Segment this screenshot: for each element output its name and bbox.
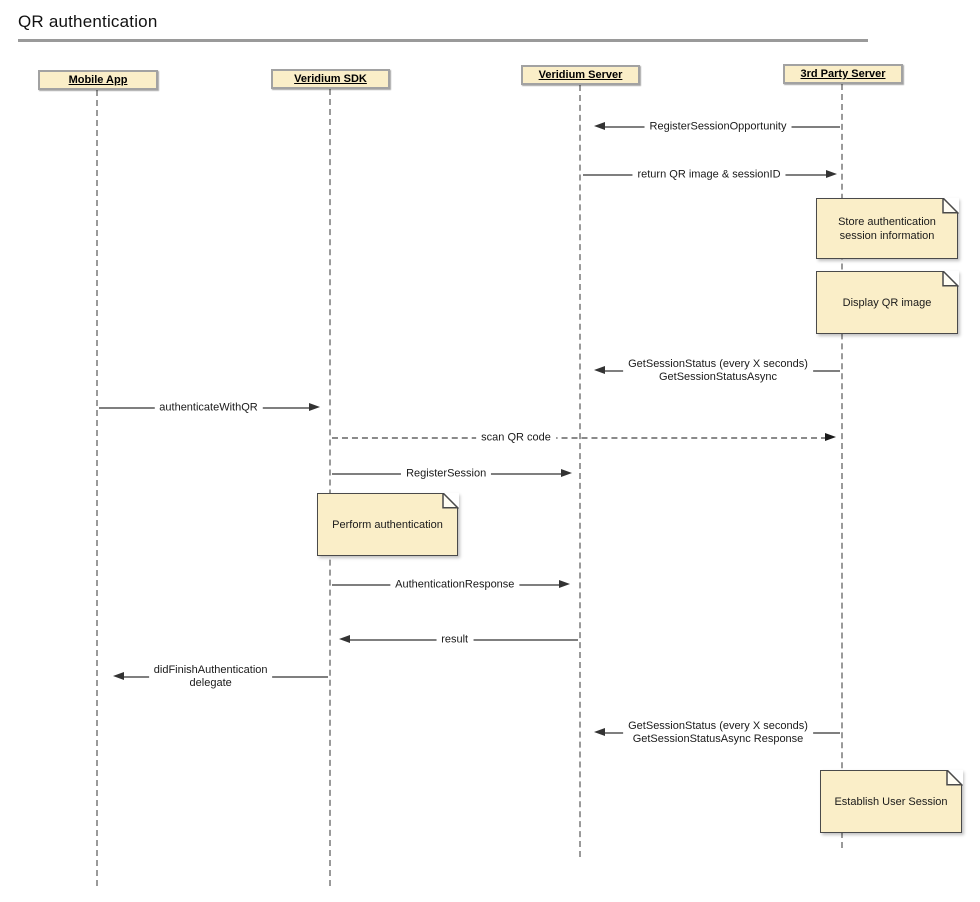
- lifeline-veridium-sdk: [329, 89, 331, 886]
- actor-label: 3rd Party Server: [800, 68, 886, 80]
- title-underline: [18, 39, 868, 42]
- folded-corner-icon: [945, 769, 963, 786]
- arrowhead-right-icon: [825, 433, 836, 441]
- arrowhead-right-icon: [309, 403, 320, 411]
- message-label: result: [436, 632, 474, 648]
- message-label: RegisterSession: [401, 466, 492, 482]
- message-label: return QR image & sessionID: [632, 167, 786, 183]
- folded-corner-icon: [941, 197, 959, 214]
- folded-corner-icon: [941, 270, 959, 287]
- arrowhead-left-icon: [113, 672, 124, 680]
- message-label: RegisterSessionOpportunity: [644, 119, 792, 135]
- folded-corner-icon: [441, 492, 459, 509]
- note-perform-authentication: Perform authentication: [317, 492, 459, 556]
- arrowhead-left-icon: [594, 122, 605, 130]
- actor-header-veridium-sdk: Veridium SDK: [271, 69, 390, 89]
- message-label: GetSessionStatus (every X seconds) GetSe…: [623, 357, 813, 385]
- note-text: Store authentication session information: [838, 215, 936, 242]
- note-text: Perform authentication: [332, 518, 443, 531]
- note-text: Display QR image: [842, 296, 932, 309]
- arrowhead-right-icon: [826, 170, 837, 178]
- message-label: AuthenticationResponse: [390, 577, 520, 593]
- note-store-authentication-session: Store authentication session information: [816, 197, 959, 259]
- message-label: didFinishAuthentication delegate: [148, 663, 273, 691]
- arrowhead-left-icon: [339, 635, 350, 643]
- note-establish-user-session: Establish User Session: [820, 769, 963, 833]
- arrowhead-right-icon: [559, 580, 570, 588]
- actor-header-mobile-app: Mobile App: [38, 70, 158, 90]
- lifeline-veridium-server: [579, 85, 581, 857]
- lifeline-3rd-party-server: [841, 84, 843, 848]
- message-label: GetSessionStatus (every X seconds) GetSe…: [623, 719, 813, 747]
- message-line-dashed: [332, 437, 827, 439]
- note-text: Establish User Session: [834, 795, 948, 808]
- actor-header-3rd-party-server: 3rd Party Server: [783, 64, 903, 84]
- message-label: scan QR code: [476, 430, 556, 446]
- arrowhead-left-icon: [594, 728, 605, 736]
- diagram-title: QR authentication: [18, 12, 158, 31]
- actor-header-veridium-server: Veridium Server: [521, 65, 640, 85]
- arrowhead-left-icon: [594, 366, 605, 374]
- actor-label: Mobile App: [68, 74, 128, 86]
- actor-label: Veridium SDK: [294, 73, 367, 85]
- actor-label: Veridium Server: [538, 69, 623, 81]
- lifeline-mobile-app: [96, 90, 98, 886]
- message-label: authenticateWithQR: [154, 400, 263, 416]
- note-display-qr-image: Display QR image: [816, 270, 959, 334]
- arrowhead-right-icon: [561, 469, 572, 477]
